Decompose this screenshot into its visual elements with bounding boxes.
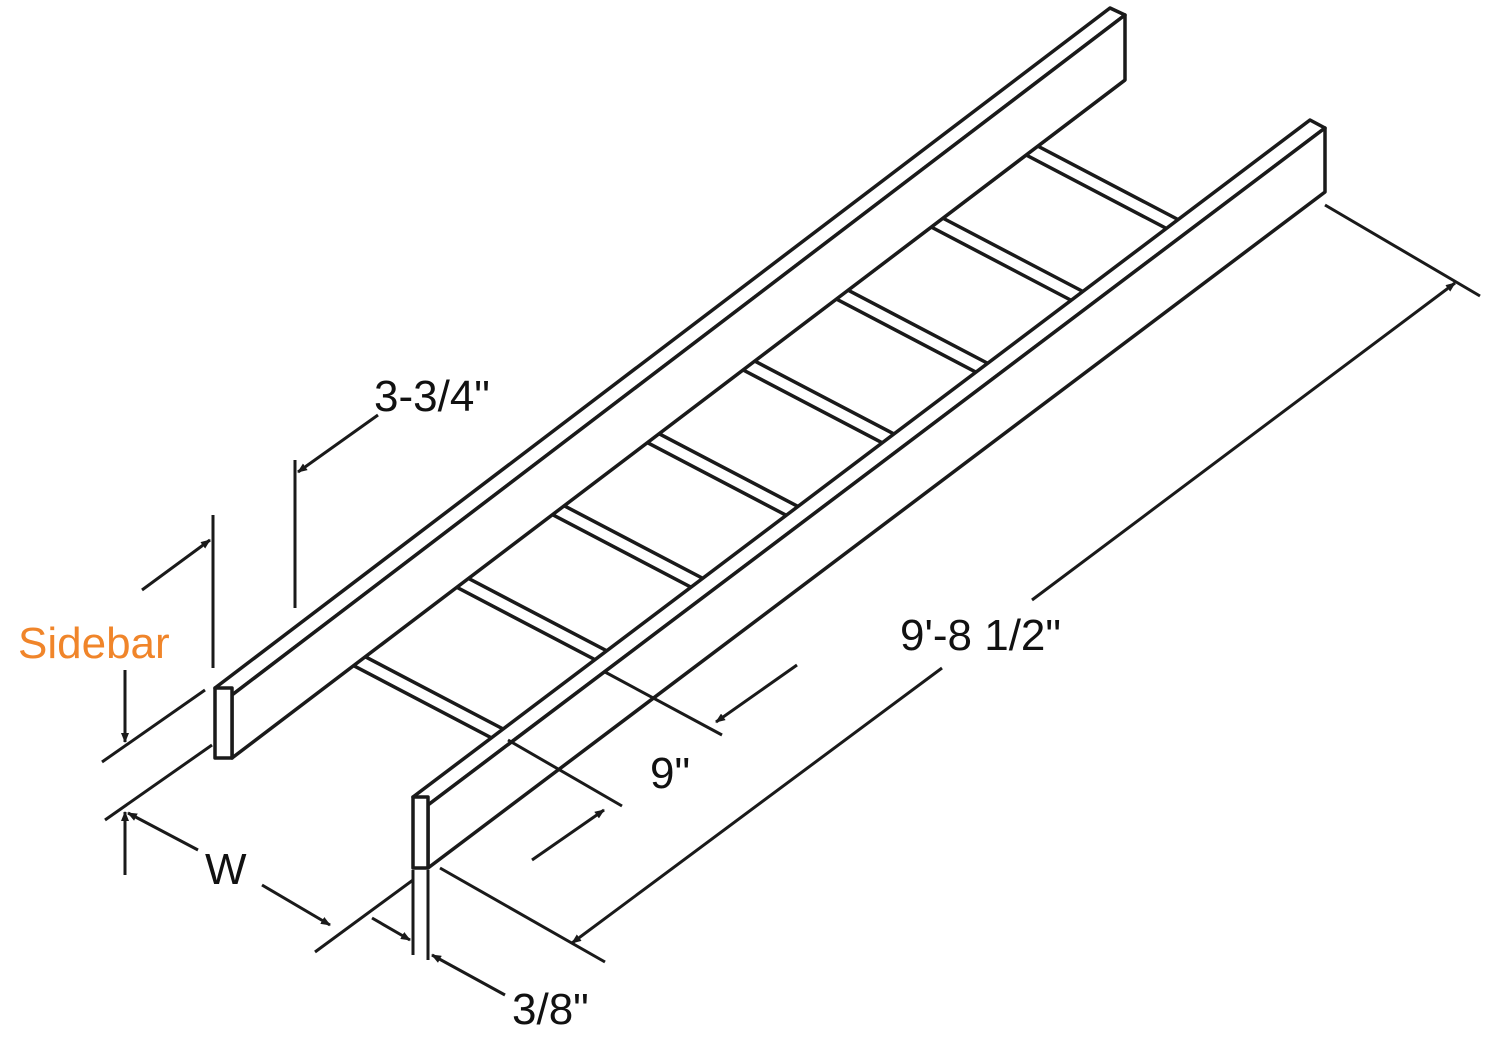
right-rail-end [411,795,430,870]
rungs [316,118,1200,759]
rung-height-label: 3-3/4" [374,372,490,421]
rail-thickness-label: 3/8" [512,985,589,1034]
left-rail-end [213,686,234,760]
width-label: W [205,845,247,894]
length-label: 9'-8 1/2" [900,611,1062,660]
sidebar-label: Sidebar [18,619,170,668]
left-rail-top [213,6,1127,697]
rung-spacing-label: 9" [650,749,691,798]
dimension-lines [101,203,1481,997]
